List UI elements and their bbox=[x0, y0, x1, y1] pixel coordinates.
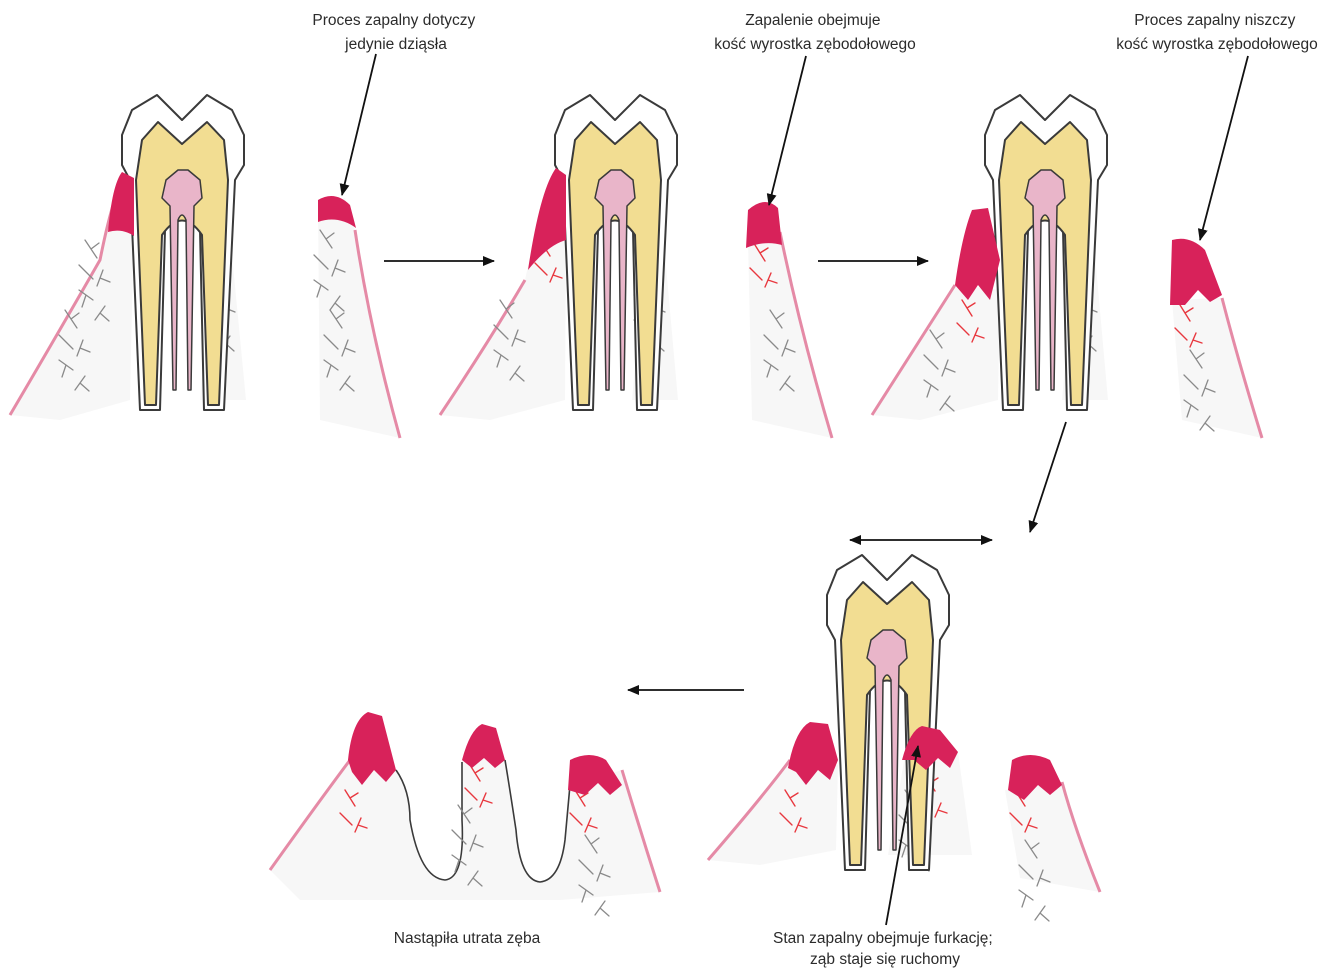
caption-stage3-line2: kość wyrostka zębodołowego bbox=[1116, 36, 1318, 53]
gingiva-inflamed-right bbox=[746, 202, 782, 248]
caption-stage1: Proces zapalny dotyczy jedynie dziąsła bbox=[312, 12, 479, 53]
caption-stage4-line1: Stan zapalny obejmuje furkację; bbox=[773, 930, 993, 947]
pointer-stage3 bbox=[1200, 56, 1248, 240]
caption-stage1-line1: Proces zapalny dotyczy bbox=[312, 12, 475, 29]
caption-stage2-line2: kość wyrostka zębodołowego bbox=[714, 36, 916, 53]
caption-stage2-line1: Zapalenie obejmuje bbox=[745, 12, 880, 29]
caption-stage5: Nastąpiła utrata zęba bbox=[394, 930, 541, 947]
stage-5-tooth-loss bbox=[270, 712, 660, 916]
stage-2-bone-involvement bbox=[440, 95, 832, 438]
caption-stage3-line1: Proces zapalny niszczy bbox=[1134, 12, 1295, 29]
caption-stage2: Zapalenie obejmuje kość wyrostka zębodoł… bbox=[714, 12, 916, 53]
stage-4-furcation-mobile-tooth bbox=[708, 555, 1100, 921]
bone-right bbox=[1005, 782, 1100, 892]
gingiva-inflamed-left bbox=[108, 172, 134, 236]
stage-3-bone-destruction bbox=[872, 95, 1262, 438]
caption-stage3: Proces zapalny niszczy kość wyrostka zęb… bbox=[1116, 12, 1318, 53]
pointer-stage2 bbox=[769, 56, 806, 205]
bone-left bbox=[708, 760, 838, 865]
arrow-stage3-to-stage4 bbox=[1030, 422, 1066, 532]
bone-right bbox=[748, 232, 832, 438]
gingiva-inflamed-right bbox=[1170, 239, 1222, 305]
pointer-stage1 bbox=[342, 54, 376, 195]
bone-left bbox=[872, 285, 1000, 420]
bone-right bbox=[1172, 298, 1262, 438]
caption-stage4: Stan zapalny obejmuje furkację; ząb staj… bbox=[773, 930, 997, 968]
caption-stage4-line2: ząb staje się ruchomy bbox=[810, 951, 960, 968]
gingiva-inflamed-left bbox=[955, 208, 1000, 300]
caption-stage1-line2: jedynie dziąsła bbox=[344, 36, 447, 53]
caption-stage5-line1: Nastąpiła utrata zęba bbox=[394, 930, 541, 947]
stage-1-gingivitis bbox=[10, 95, 400, 438]
bone-right bbox=[318, 198, 400, 438]
